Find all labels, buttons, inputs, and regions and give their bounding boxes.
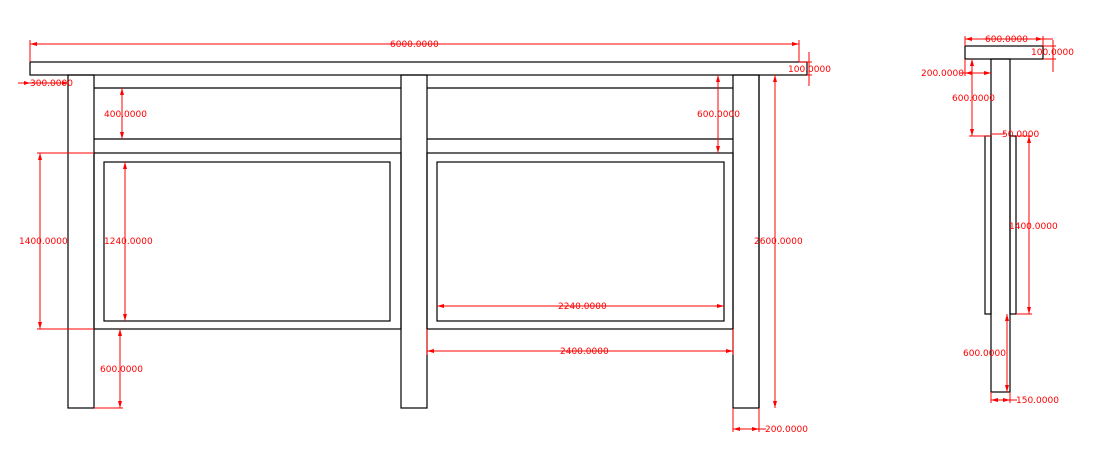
- left-panel-inner: [103, 161, 391, 322]
- side-panel-right: [1009, 135, 1017, 315]
- side-panel-left: [984, 135, 992, 315]
- side-dimensions: 600.0000 100.0000 200.0000 600.0000 50.0…: [921, 35, 1074, 406]
- label-overhang: 300.0000: [30, 79, 73, 89]
- label-header-depth: 600.0000: [697, 110, 740, 120]
- label-inner-panel-height: 1240.0000: [104, 237, 153, 247]
- label-side-panel-thickness: 50.0000: [1002, 130, 1039, 140]
- left-post: [67, 74, 95, 409]
- label-post-height: 2600.0000: [754, 237, 803, 247]
- side-view: [964, 45, 1044, 393]
- label-overall-width: 6000.0000: [390, 40, 439, 50]
- label-side-upper-height: 600.0000: [952, 94, 995, 104]
- left-panel-frame: [93, 152, 402, 330]
- label-top-board-height: 100.0000: [788, 65, 831, 75]
- label-bay-width: 2400.0000: [560, 347, 609, 357]
- label-side-base-width: 150.0000: [1016, 396, 1059, 406]
- label-side-panel-height: 1400.0000: [1009, 222, 1058, 232]
- label-header-height: 400.0000: [104, 110, 147, 120]
- label-post-width: 200.0000: [765, 425, 808, 435]
- top-board: [29, 61, 808, 76]
- label-side-leg-height: 600.0000: [963, 349, 1006, 359]
- front-dimensions: 6000.0000 100.0000 300.0000 400.0000 600…: [18, 40, 831, 435]
- label-side-top-height: 100.0000: [1031, 48, 1074, 58]
- front-view: [29, 61, 808, 409]
- middle-post: [400, 74, 428, 409]
- label-side-top-width: 600.0000: [985, 35, 1028, 45]
- label-leg-height: 600.0000: [100, 365, 143, 375]
- label-panel-height: 1400.0000: [19, 237, 68, 247]
- label-inner-panel-width: 2240.0000: [558, 302, 607, 312]
- label-side-offset: 200.0000: [921, 69, 964, 79]
- right-panel-frame: [426, 152, 734, 330]
- right-panel-inner: [436, 161, 725, 322]
